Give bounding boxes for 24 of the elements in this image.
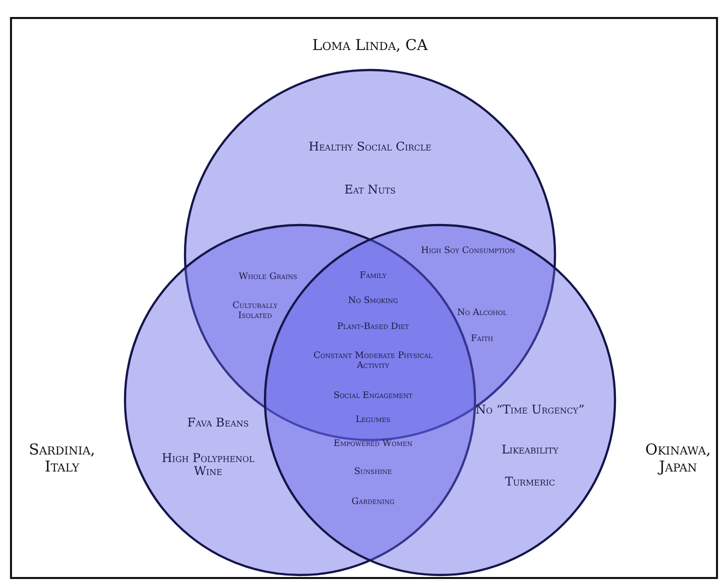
region-text: High Polyphenol Wine: [160, 452, 256, 478]
region-text: Social Engagement: [332, 392, 414, 402]
region-text: Whole Grains: [238, 273, 298, 283]
region-text: Plant-Based Diet: [336, 323, 410, 333]
region-text: Faith: [470, 335, 494, 345]
region-text: Likeability: [500, 443, 560, 457]
circle-heading: Loma Linda, CA: [311, 36, 429, 54]
circle-heading: Okinawa, Japan: [644, 442, 712, 474]
region-text: Eat Nuts: [343, 183, 397, 197]
region-text: Constant Moderate Physical Activity: [312, 352, 434, 372]
region-text: Culturally Isolated: [232, 302, 278, 322]
region-text: High Soy Consumption: [420, 247, 516, 257]
region-text: Healthy Social Circle: [308, 140, 432, 154]
circle-heading: Sardinia, Italy: [28, 442, 96, 474]
region-text: Sunshine: [353, 468, 393, 478]
region-text: No “Time Urgency”: [474, 403, 586, 417]
region-text: Fava Beans: [186, 416, 250, 430]
region-text: Family: [358, 272, 388, 282]
region-text: No Smoking: [347, 297, 399, 307]
region-text: Turmeric: [504, 475, 556, 489]
region-text: Gardening: [350, 498, 396, 508]
region-text: No Alcohol: [456, 309, 508, 319]
region-text: Empowered Women: [332, 440, 414, 450]
region-text: Legumes: [354, 416, 392, 426]
